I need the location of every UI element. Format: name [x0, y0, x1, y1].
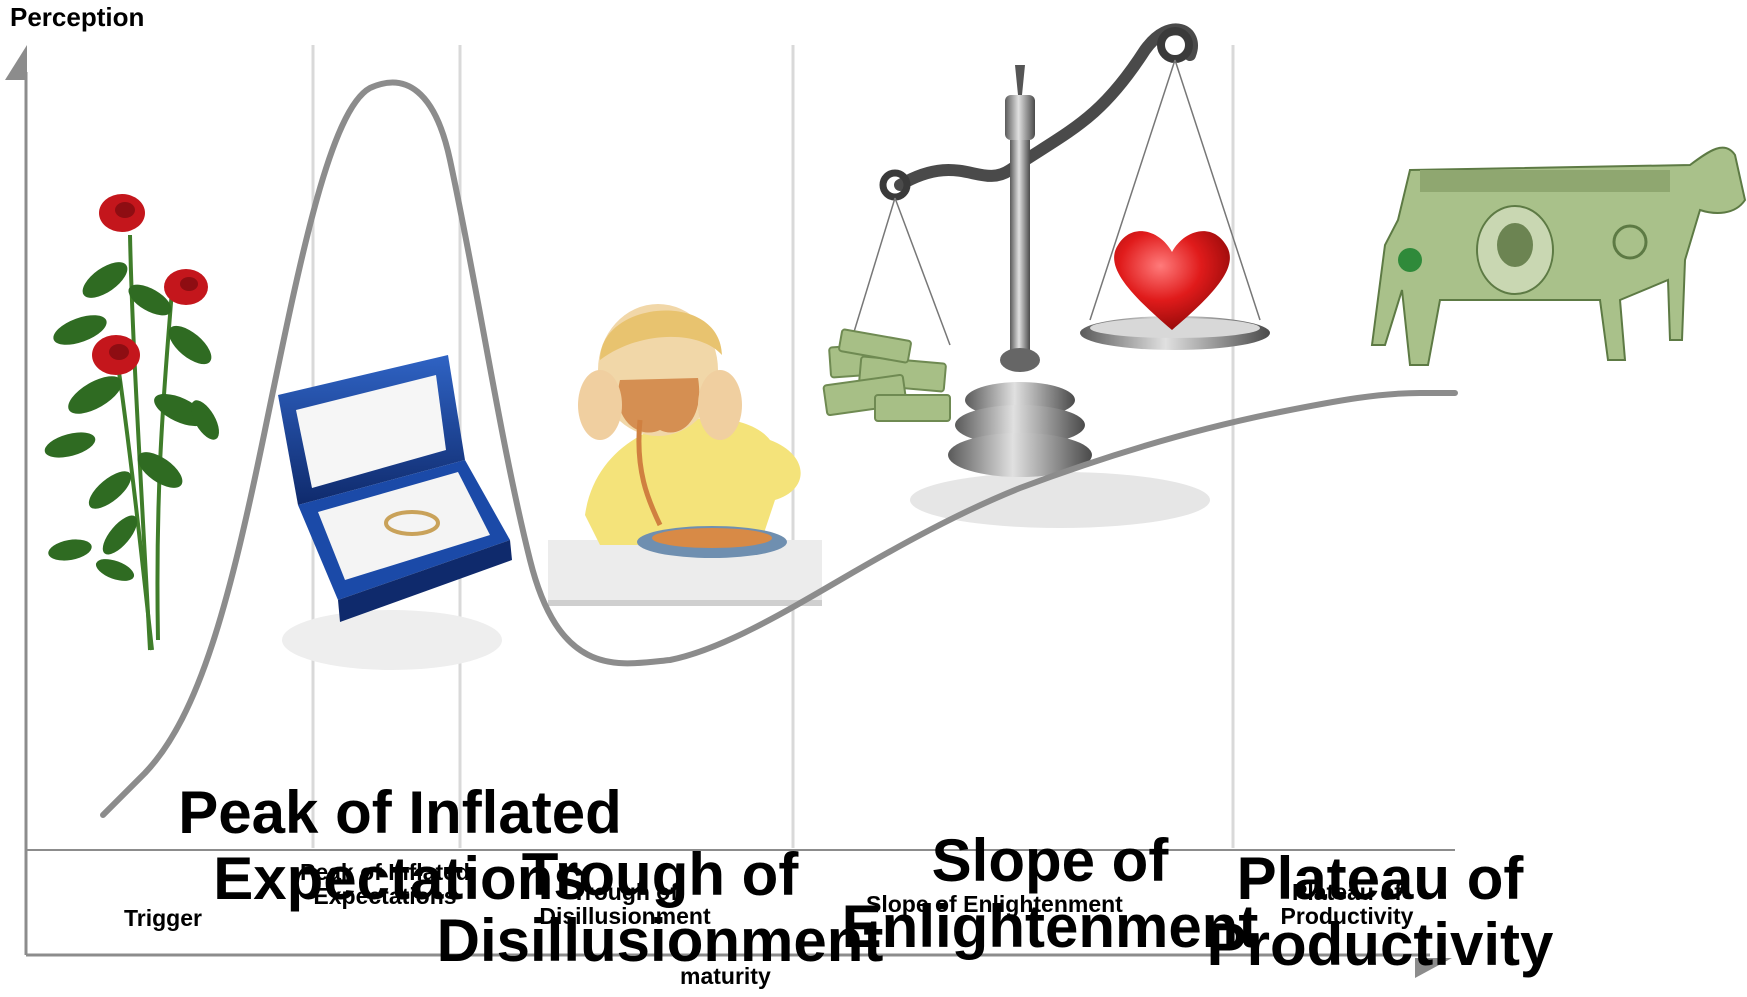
ring-box-illustration: [278, 355, 512, 670]
scale-illustration: [823, 29, 1270, 528]
y-axis-label: Perception: [10, 2, 144, 33]
child-spaghetti-illustration: [548, 304, 822, 606]
y-axis-arrow-icon: [5, 45, 27, 80]
roses-illustration: [42, 194, 225, 650]
money-stack: [823, 329, 950, 421]
dollar-cow-illustration: [1372, 148, 1745, 365]
phase-title-plateau: Plateau of Productivity: [1180, 846, 1580, 978]
